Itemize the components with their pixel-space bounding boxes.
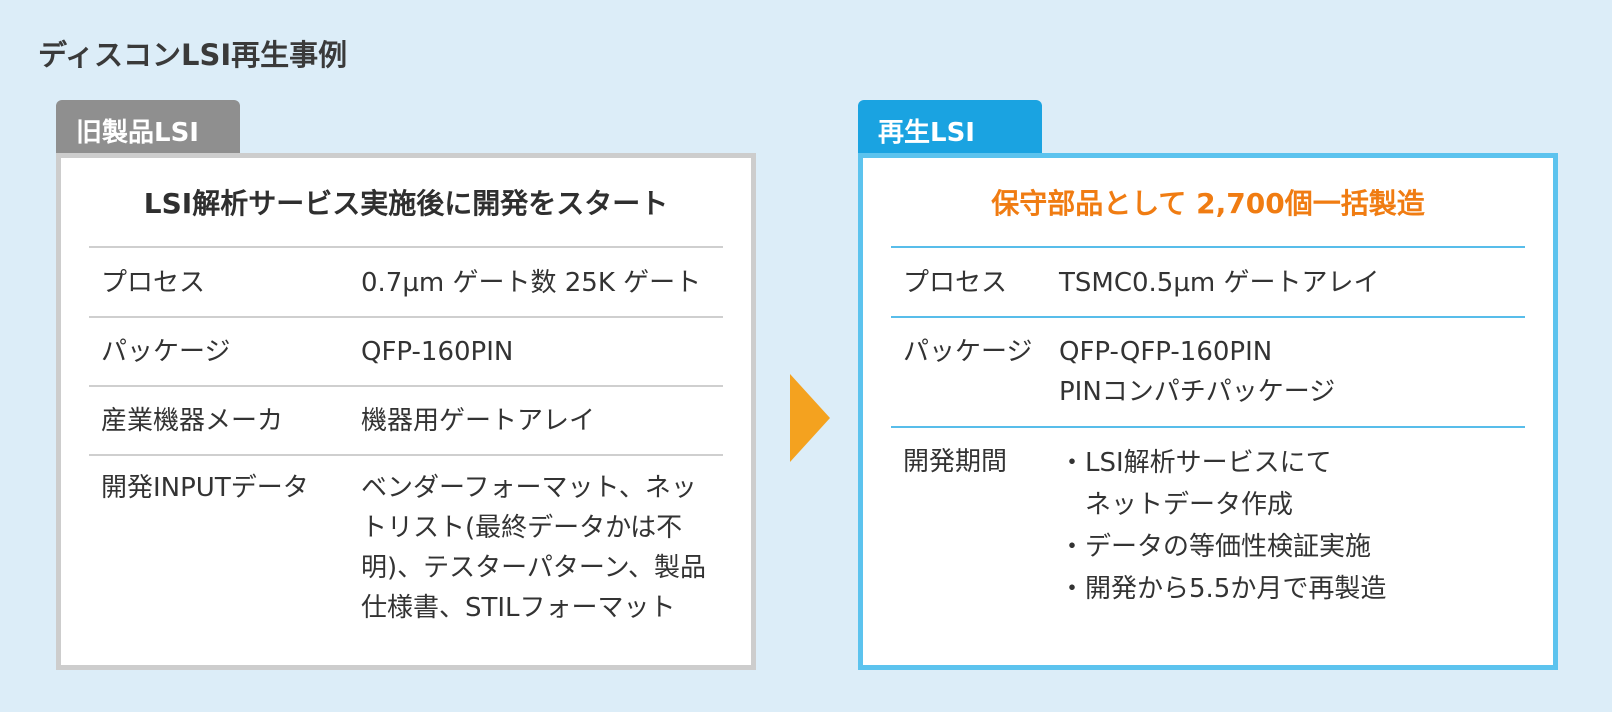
- spec-value-line: TSMC0.5µm ゲートアレイ: [1059, 268, 1380, 298]
- spec-value-line: 仕様書、STILフォーマット: [361, 593, 676, 623]
- spec-value: QFP-QFP-160PIN PINコンパチパッケージ: [1059, 332, 1335, 426]
- spec-value: 0.7µm ゲート数 25K ゲート: [361, 263, 701, 316]
- list-item: ・ データの等価性検証実施: [1059, 526, 1386, 568]
- spec-row-input-data: 開発INPUTデータ ベンダーフォーマット、ネッ トリスト(最終データかは不 明…: [89, 456, 723, 628]
- list-item-text: LSI解析サービスにて ネットデータ作成: [1085, 442, 1332, 526]
- spec-value: QFP-160PIN: [361, 332, 513, 385]
- spec-value-line: 機器用ゲートアレイ: [361, 406, 596, 436]
- list-item-text: 開発から5.5か月で再製造: [1085, 568, 1386, 610]
- spec-label: 開発期間: [903, 447, 1008, 477]
- spec-label: 開発INPUTデータ: [101, 473, 309, 503]
- spec-row-dev-period: 開発期間 ・ LSI解析サービスにて ネットデータ作成 ・ データの等価性検証実…: [891, 428, 1525, 610]
- spec-row-process: プロセス TSMC0.5µm ゲートアレイ: [891, 248, 1525, 318]
- bullet-icon: ・: [1059, 448, 1086, 478]
- spec-row-process: プロセス 0.7µm ゲート数 25K ゲート: [89, 248, 723, 318]
- spec-value: 機器用ゲートアレイ: [361, 401, 595, 454]
- spec-value-line: PINコンパチパッケージ: [1059, 377, 1336, 407]
- spec-row-package: パッケージ QFP-160PIN: [89, 318, 723, 387]
- spec-value-line: 0.7µm ゲート数 25K ゲート: [361, 268, 702, 298]
- list-item-line: ネットデータ作成: [1085, 490, 1294, 520]
- list-item-line: LSI解析サービスにて: [1085, 448, 1332, 478]
- bullet-icon: ・: [1059, 532, 1086, 562]
- spec-value-line: QFP-160PIN: [361, 337, 514, 367]
- dev-period-list: ・ LSI解析サービスにて ネットデータ作成 ・ データの等価性検証実施 ・ 開…: [1059, 442, 1386, 610]
- old-product-heading: LSI解析サービス実施後に開発をスタート: [89, 158, 723, 248]
- spec-value-line: ベンダーフォーマット、ネッ: [361, 473, 697, 503]
- list-item-line: データの等価性検証実施: [1085, 532, 1372, 562]
- spec-value: TSMC0.5µm ゲートアレイ: [1059, 263, 1379, 316]
- page-title: ディスコンLSI再生事例: [38, 38, 348, 72]
- spec-value-line: QFP-QFP-160PIN: [1059, 337, 1273, 367]
- spec-label: プロセス: [903, 268, 1008, 298]
- regenerated-lsi-heading: 保守部品として 2,700個一括製造: [891, 158, 1525, 248]
- spec-row-maker: 産業機器メーカ 機器用ゲートアレイ: [89, 387, 723, 456]
- bullet-icon: ・: [1059, 574, 1086, 604]
- regenerated-lsi-panel: 保守部品として 2,700個一括製造 プロセス TSMC0.5µm ゲートアレイ…: [858, 153, 1558, 670]
- old-product-panel: LSI解析サービス実施後に開発をスタート プロセス 0.7µm ゲート数 25K…: [56, 153, 756, 670]
- spec-label: プロセス: [101, 268, 206, 298]
- spec-value: ベンダーフォーマット、ネッ トリスト(最終データかは不 明)、テスターパターン、…: [361, 468, 706, 628]
- regenerated-lsi-tab: 再生LSI: [858, 100, 1042, 153]
- old-spec-table: プロセス 0.7µm ゲート数 25K ゲート パッケージ QFP-160PIN…: [89, 248, 723, 628]
- arrow-right-icon: [790, 374, 830, 462]
- spec-label: 産業機器メーカ: [101, 406, 284, 436]
- list-item: ・ LSI解析サービスにて ネットデータ作成: [1059, 442, 1386, 526]
- list-item-text: データの等価性検証実施: [1085, 526, 1371, 568]
- new-spec-table: プロセス TSMC0.5µm ゲートアレイ パッケージ QFP-QFP-160P…: [891, 248, 1525, 610]
- spec-row-package: パッケージ QFP-QFP-160PIN PINコンパチパッケージ: [891, 318, 1525, 428]
- spec-label: パッケージ: [903, 337, 1033, 367]
- old-product-tab: 旧製品LSI: [56, 100, 240, 153]
- spec-value-line: 明)、テスターパターン、製品: [361, 553, 707, 583]
- spec-label: パッケージ: [101, 337, 231, 367]
- list-item: ・ 開発から5.5か月で再製造: [1059, 568, 1386, 610]
- list-item-line: 開発から5.5か月で再製造: [1085, 574, 1387, 604]
- spec-value-line: トリスト(最終データかは不: [361, 513, 683, 543]
